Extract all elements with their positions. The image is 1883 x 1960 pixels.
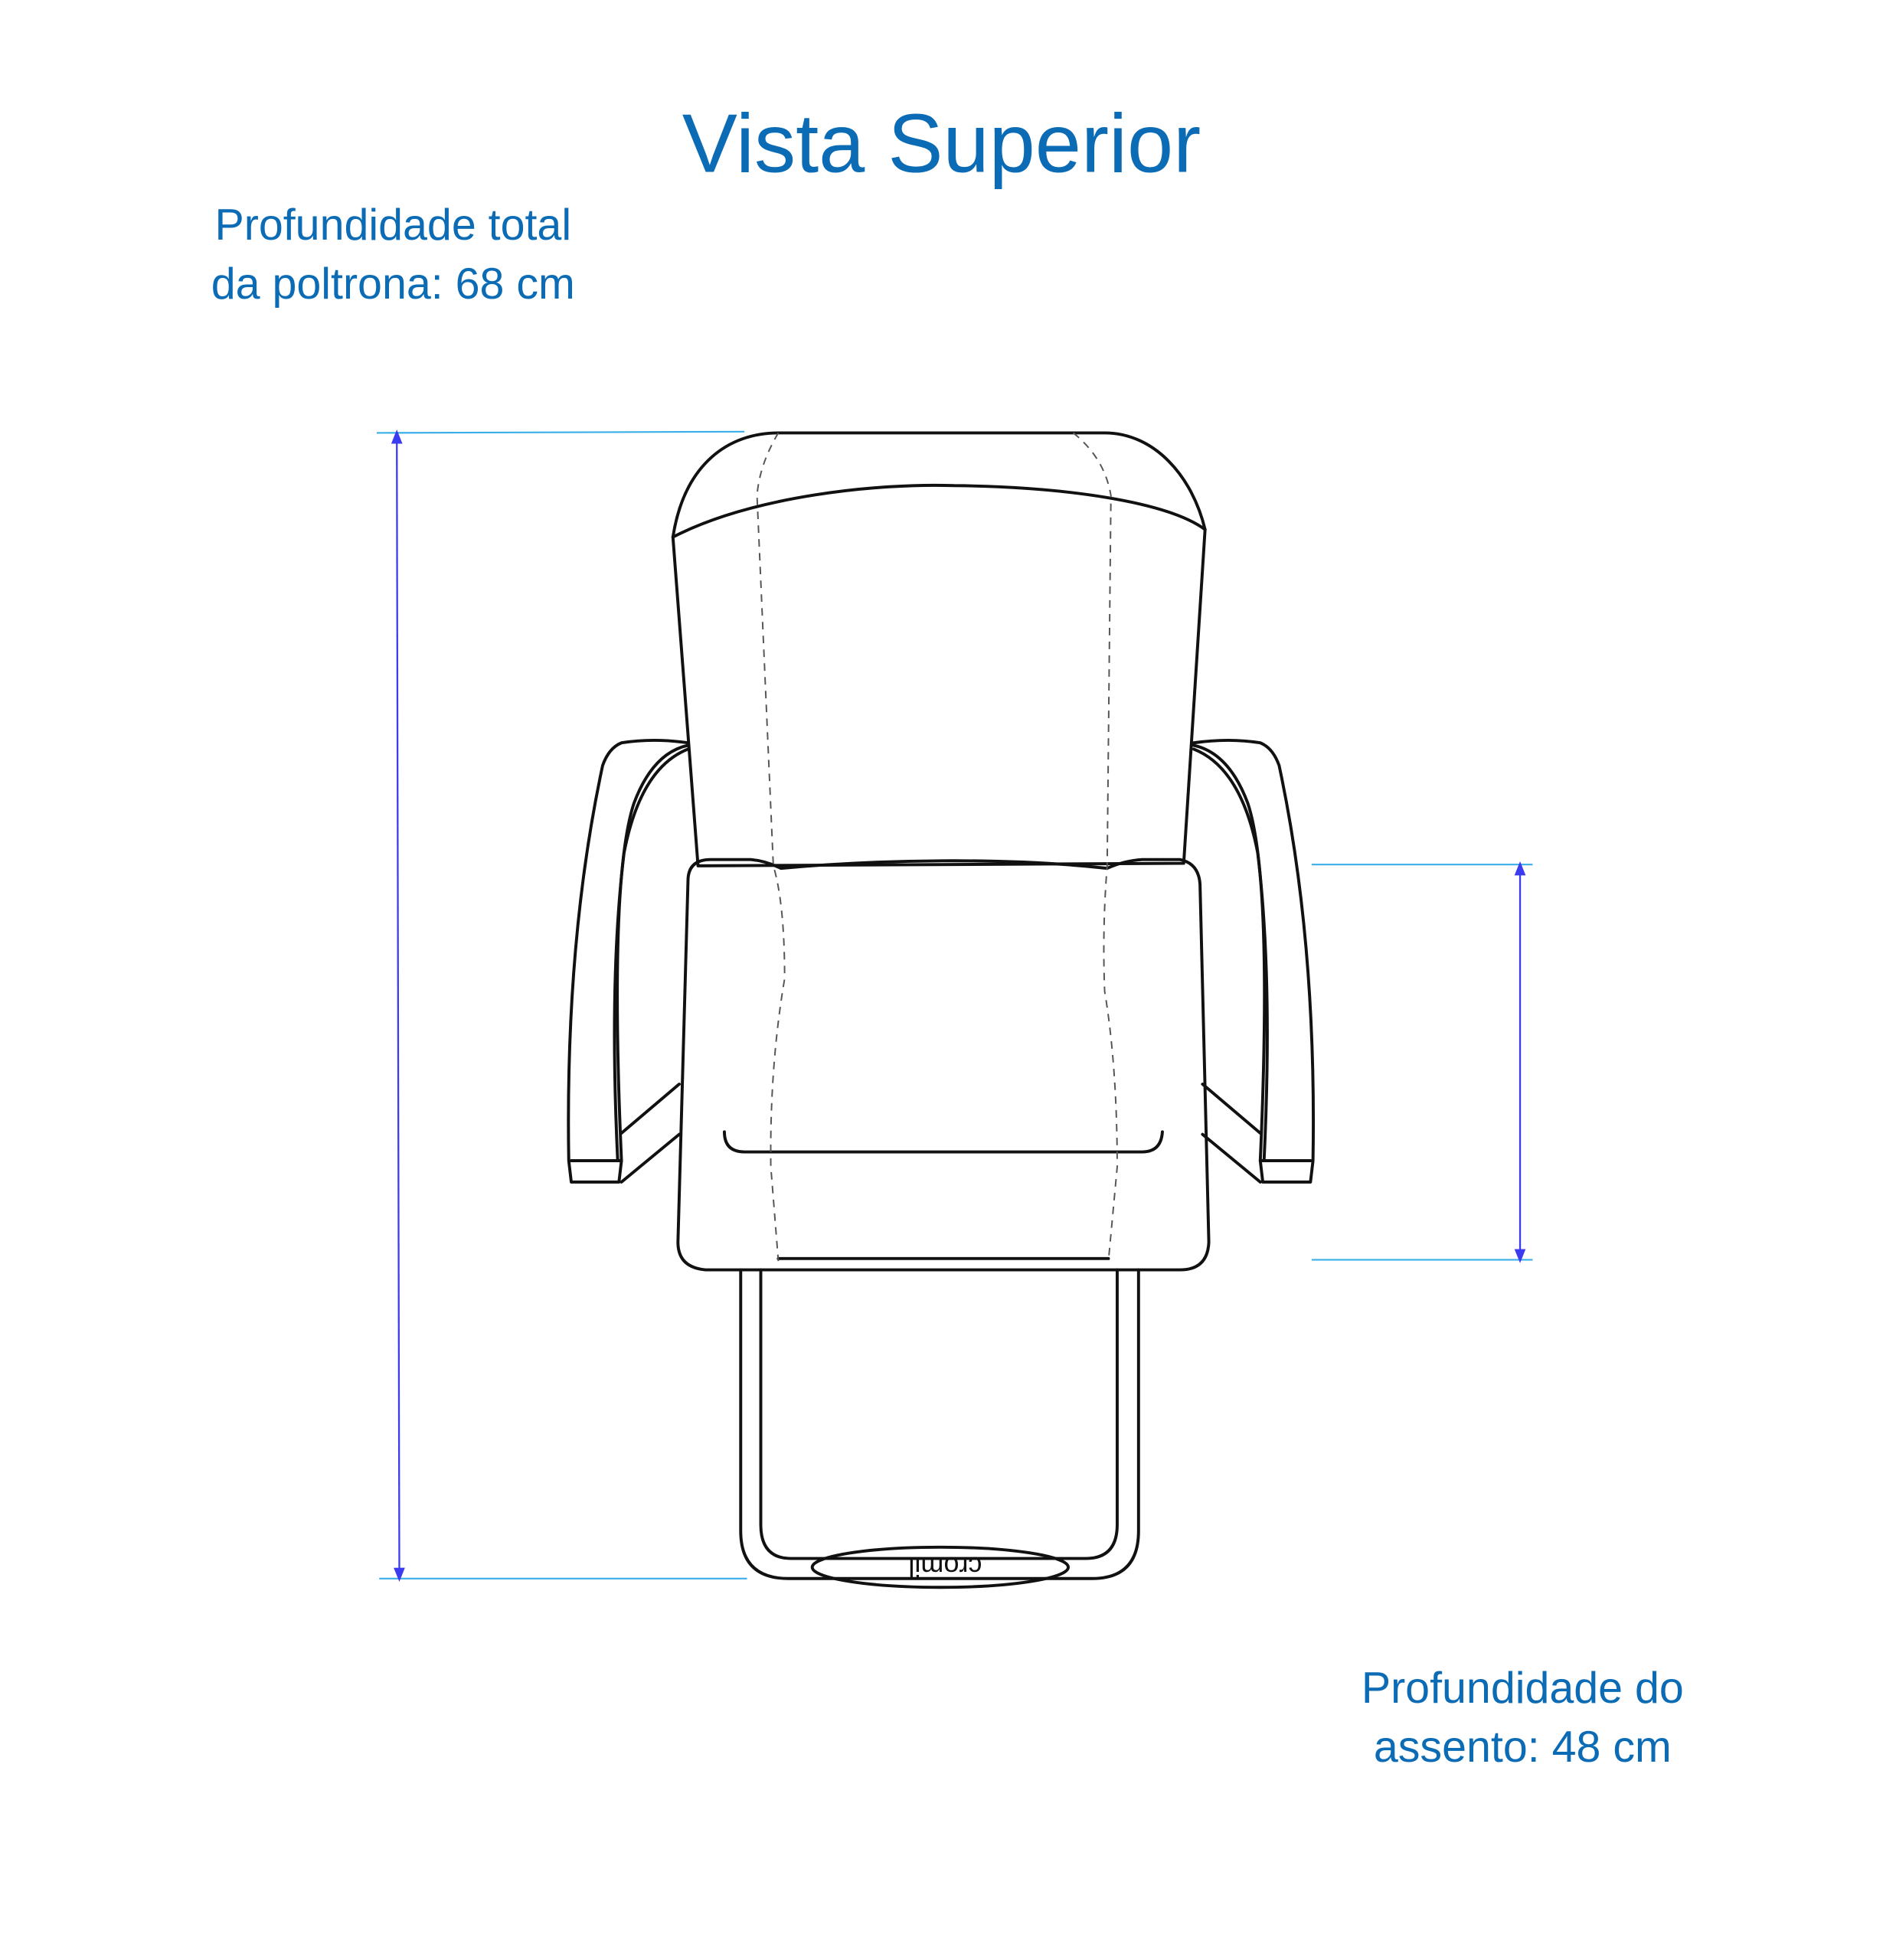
backrest	[671, 431, 1207, 867]
logo-plate	[810, 1545, 1070, 1589]
seat-depth-dimension	[1311, 861, 1533, 1263]
total-depth-label-line2: da poltrona: 68 cm	[211, 260, 575, 309]
seat	[676, 858, 1211, 1272]
seat-depth-label-line1: Profundidade do	[1362, 1664, 1684, 1713]
right-armrest	[1192, 738, 1316, 1184]
seat-depth-label-line2: assento: 48 cm	[1374, 1723, 1672, 1772]
total-depth-label-line1: Profundidade total	[214, 201, 571, 250]
chair: cromil	[567, 431, 1316, 1589]
diagram-title: Vista Superior	[682, 97, 1201, 190]
left-armrest	[567, 738, 690, 1184]
total-depth-dimension	[376, 430, 747, 1583]
brand-logo: cromil	[908, 1551, 982, 1583]
base-frame	[739, 1268, 1140, 1580]
